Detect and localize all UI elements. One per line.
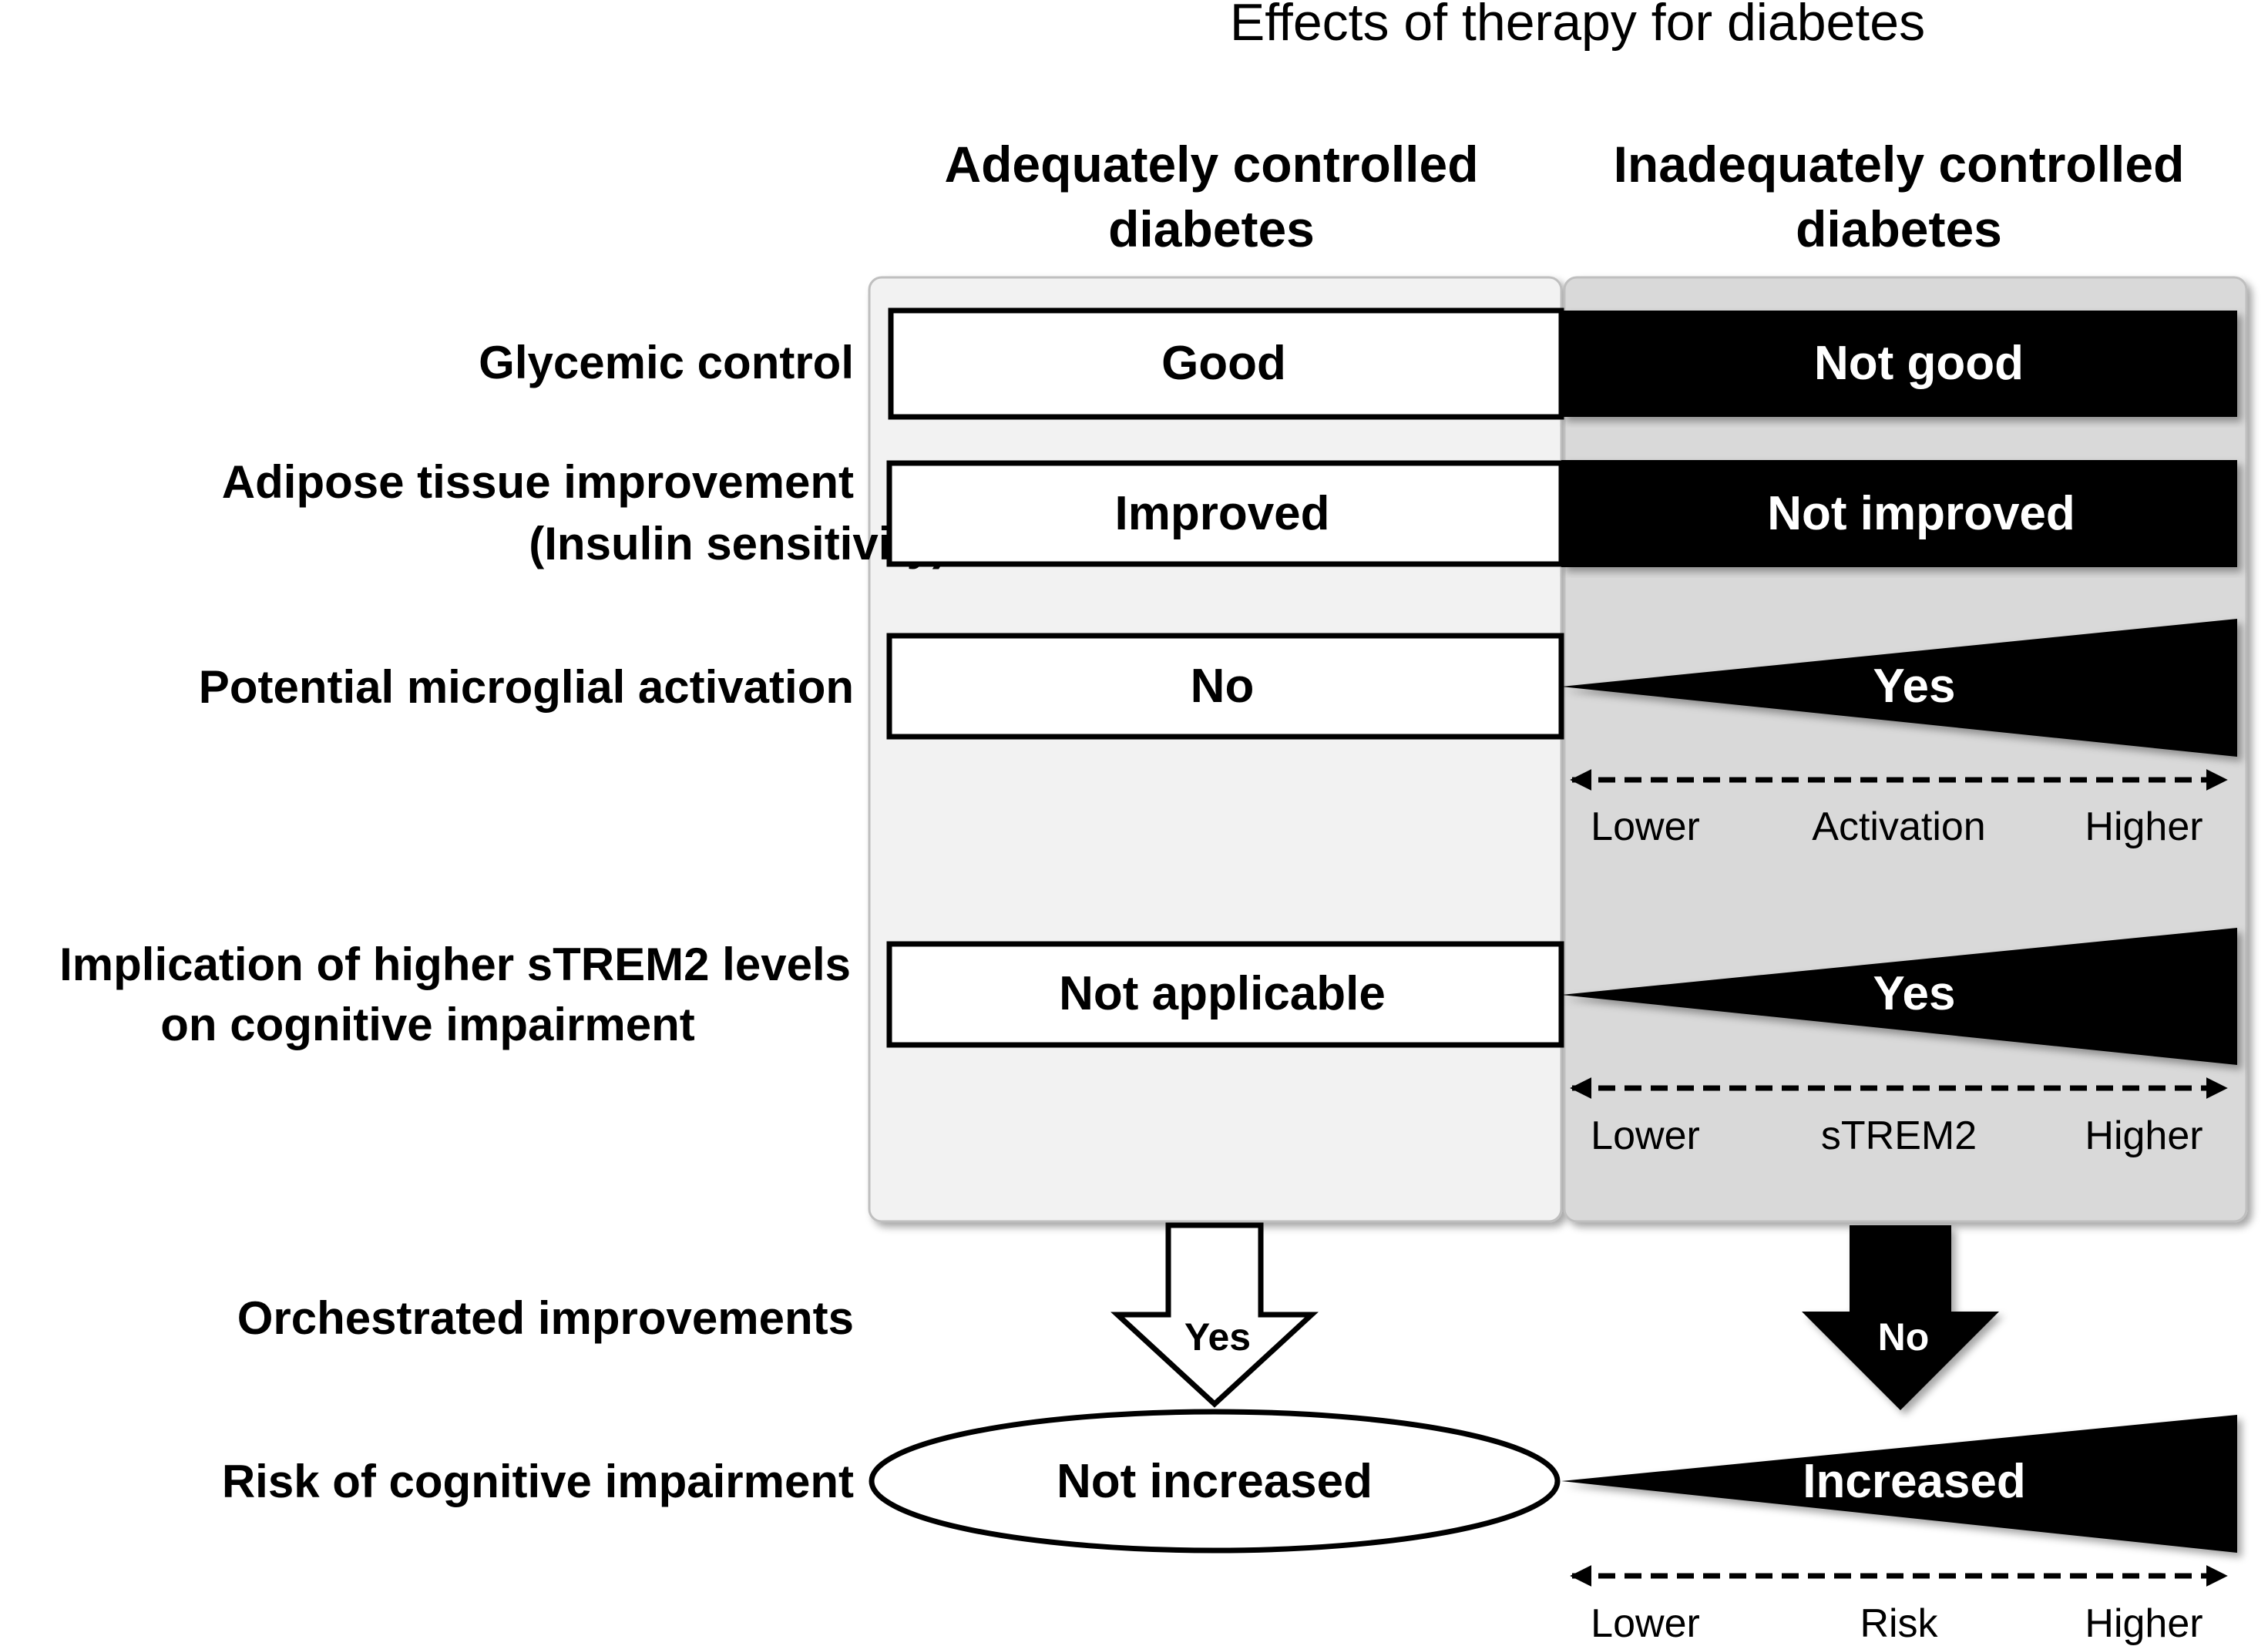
risk-left-ellipse <box>869 1409 1561 1554</box>
diagram-title: Effects of therapy for diabetes <box>1230 0 1925 52</box>
strem2-right-text: Yes <box>1873 967 1956 1020</box>
row-label-microglial: Potential microglial activation <box>199 661 854 713</box>
yes-arrow-text: Yes <box>1184 1315 1251 1359</box>
microglial-right-wedge <box>1561 619 2237 757</box>
no-arrow-text: No <box>1878 1315 1930 1359</box>
strem2-left-text: Not applicable <box>1059 967 1386 1020</box>
strem2-left-box <box>886 941 1564 1048</box>
adipose-left-text: Improved <box>1114 487 1329 540</box>
row-label-glycemic-control: Glycemic control <box>479 337 854 388</box>
glycemic-left-text: Good <box>1161 337 1286 390</box>
risk-scale-lower: Lower <box>1591 1601 1700 1646</box>
row-label-orchestrated: Orchestrated improvements <box>237 1292 854 1344</box>
microglial-right-text: Yes <box>1873 660 1956 713</box>
glycemic-right-text: Not good <box>1814 337 2024 390</box>
no-down-arrow <box>1802 1225 1999 1410</box>
risk-right-text: Increased <box>1803 1455 2026 1508</box>
strem2-right-wedge <box>1561 928 2237 1065</box>
strem2-scale-label: sTREM2 <box>1821 1114 1977 1158</box>
strem2-scale-lower: Lower <box>1591 1114 1700 1158</box>
microglial-left-box <box>886 633 1564 740</box>
activation-scale-higher: Higher <box>2085 805 2202 849</box>
activation-scale-label: Activation <box>1812 805 1985 849</box>
yes-down-arrow <box>1110 1222 1319 1408</box>
glycemic-left-box <box>888 307 1564 420</box>
right-column-heading-line1: Inadequately controlled <box>1614 136 2185 193</box>
activation-scale-lower: Lower <box>1591 805 1700 849</box>
right-column-panel <box>1563 276 2248 1223</box>
risk-right-wedge <box>1561 1415 2237 1553</box>
left-column-heading-line1: Adequately controlled <box>944 136 1478 193</box>
adipose-right-text: Not improved <box>1767 487 2075 540</box>
row-label-strem2-line2: on cognitive impairment <box>160 999 694 1050</box>
risk-scale-higher: Higher <box>2085 1601 2202 1646</box>
row-label-risk: Risk of cognitive impairment <box>222 1456 854 1507</box>
risk-scale-label: Risk <box>1860 1601 1938 1646</box>
glycemic-right-box <box>1561 311 2237 417</box>
row-label-adipose-line1: Adipose tissue improvement <box>222 456 854 508</box>
row-label-adipose-line2: (Insulin sensitivity) <box>529 518 947 569</box>
row-label-strem2-line1: Implication of higher sTREM2 levels <box>59 939 851 990</box>
strem2-scale-higher: Higher <box>2085 1114 2202 1158</box>
microglial-left-text: No <box>1191 660 1255 713</box>
left-column-heading-line2: diabetes <box>1108 200 1315 257</box>
adipose-right-box <box>1561 460 2237 567</box>
right-column-heading-line2: diabetes <box>1796 200 2002 257</box>
risk-left-text: Not increased <box>1057 1455 1373 1508</box>
